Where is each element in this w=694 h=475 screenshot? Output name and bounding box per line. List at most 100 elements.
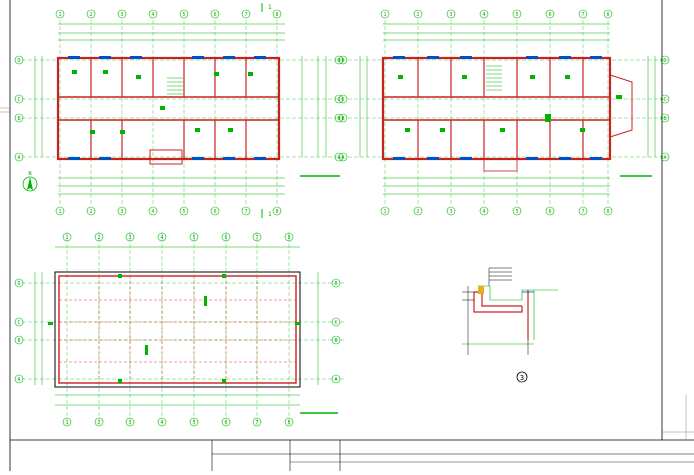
second_floor-col-axis-top-1-bubble <box>380 9 390 19</box>
first_floor-row-axis-left-D-bubble <box>14 55 24 65</box>
title-block <box>211 440 694 471</box>
second-floor-walls <box>381 56 633 172</box>
roof-row-axis-left-D: D <box>17 281 20 287</box>
roof-row-axis-right-C-bubble <box>331 317 341 327</box>
roof-col-axis-bottom-3-bubble <box>125 417 135 427</box>
first_floor-col-axis-bottom-7: 7 <box>244 209 247 215</box>
first_floor-col-axis-bottom-7-bubble <box>241 206 251 216</box>
roof-row-axis-left-C-bubble <box>14 317 24 327</box>
second_floor-col-axis-bottom-2: 2 <box>416 209 419 215</box>
first_floor-row-axis-left-A: A <box>17 155 20 161</box>
first_floor-col-axis-bottom-8-bubble <box>272 206 282 216</box>
roof-row-axis-right-C: C <box>334 320 337 326</box>
second_floor-row-axis-right-B: B <box>663 116 666 122</box>
first_floor-col-axis-top-5: 5 <box>182 12 185 18</box>
roof-col-axis-top-1-bubble <box>62 232 72 242</box>
roof-col-axis-bottom-2: 2 <box>97 420 100 426</box>
second_floor-col-axis-bottom-2-bubble <box>413 206 423 216</box>
north-arrow-icon: N <box>22 171 38 192</box>
roof-row-axis-left-C: C <box>17 320 20 326</box>
roof-col-axis-top-7: 7 <box>255 235 258 241</box>
second_floor-col-axis-bottom-1-bubble <box>380 206 390 216</box>
first_floor-row-axis-right-D-bubble <box>334 55 344 65</box>
roof-row-axis-left-B: B <box>17 338 20 344</box>
second_floor-col-axis-bottom-3-bubble <box>446 206 456 216</box>
second_floor-col-axis-top-5: 5 <box>515 12 518 18</box>
first-floor-walls <box>56 56 281 165</box>
first_floor-col-axis-top-1: 1 <box>58 12 61 18</box>
second-floor-room-marks <box>398 75 622 132</box>
second_floor-col-axis-top-8-bubble <box>603 9 613 19</box>
roof-col-axis-top-4-bubble <box>157 232 167 242</box>
second_floor-row-axis-right-A: A <box>663 155 666 161</box>
first_floor-row-axis-left-B: B <box>17 116 20 122</box>
roof-row-axis-right-D: D <box>334 281 337 287</box>
roof-col-axis-bottom-4-bubble <box>157 417 167 427</box>
roof-col-axis-top-8-bubble <box>284 232 294 242</box>
detail-marker-circle <box>516 371 528 383</box>
second_floor-row-axis-left-D: D <box>341 58 344 64</box>
roof-drain-marks <box>48 274 300 383</box>
roof-row-axis-left-A: A <box>17 377 20 383</box>
first_floor-col-axis-top-4: 4 <box>151 12 154 18</box>
roof-col-axis-bottom-5: 5 <box>192 420 195 426</box>
first_floor-col-axis-bottom-3-bubble <box>117 206 127 216</box>
first_floor-col-axis-top-2: 2 <box>89 12 92 18</box>
roof-row-axis-right-A-bubble <box>331 374 341 384</box>
first_floor-col-axis-top-2-bubble <box>86 9 96 19</box>
first_floor-col-axis-top-4-bubble <box>148 9 158 19</box>
roof-col-axis-bottom-2-bubble <box>94 417 104 427</box>
second_floor-col-axis-top-2-bubble <box>413 9 423 19</box>
second_floor-col-axis-top-3-bubble <box>446 9 456 19</box>
section-marker: 1 1 <box>261 3 272 218</box>
roof-col-axis-top-6: 6 <box>224 235 227 241</box>
second_floor-col-axis-bottom-7: 7 <box>581 209 584 215</box>
second_floor-row-axis-right-B-bubble <box>660 113 670 123</box>
roof-row-axis-left-A-bubble <box>14 374 24 384</box>
second_floor-row-axis-left-D-bubble <box>338 55 348 65</box>
second_floor-row-axis-left-B-bubble <box>338 113 348 123</box>
roof-row-axis-right-B: B <box>334 338 337 344</box>
roof-outline <box>54 271 301 388</box>
first_floor-row-axis-left-C: C <box>17 97 20 103</box>
second_floor-row-axis-left-B: B <box>341 116 344 122</box>
roof-col-axis-top-3: 3 <box>128 235 131 241</box>
second_floor-row-axis-left-C-bubble <box>338 94 348 104</box>
second_floor-row-axis-left-A: A <box>341 155 344 161</box>
first-floor-dimension-lines <box>34 23 327 195</box>
first-floor-windows <box>68 56 266 160</box>
first_floor-col-axis-top-1-bubble <box>55 9 65 19</box>
roof-row-axis-left-D-bubble <box>14 278 24 288</box>
second_floor-col-axis-bottom-8-bubble <box>603 206 613 216</box>
roof-col-axis-top-2-bubble <box>94 232 104 242</box>
roof-row-axis-right-A: A <box>334 377 337 383</box>
first_floor-col-axis-bottom-4: 4 <box>151 209 154 215</box>
roof-col-axis-bottom-8: 8 <box>287 420 290 426</box>
roof-col-axis-top-5: 5 <box>192 235 195 241</box>
roof-col-axis-top-2: 2 <box>97 235 100 241</box>
roof-col-axis-top-8: 8 <box>287 235 290 241</box>
roof-col-axis-top-7-bubble <box>252 232 262 242</box>
second-floor-dimension-lines <box>359 23 656 195</box>
first_floor-row-axis-left-D: D <box>17 58 20 64</box>
first_floor-row-axis-right-A-bubble <box>334 152 344 162</box>
first_floor-col-axis-top-5-bubble <box>179 9 189 19</box>
roof-col-axis-top-1: 1 <box>65 235 68 241</box>
first_floor-col-axis-top-3-bubble <box>117 9 127 19</box>
roof-col-axis-bottom-5-bubble <box>189 417 199 427</box>
first_floor-col-axis-bottom-6-bubble <box>210 206 220 216</box>
roof-col-axis-bottom-7: 7 <box>255 420 258 426</box>
first_floor-col-axis-top-6-bubble <box>210 9 220 19</box>
second_floor-row-axis-right-C: C <box>663 97 666 103</box>
second_floor-col-axis-top-6: 6 <box>548 12 551 18</box>
second_floor-col-axis-top-4: 4 <box>482 12 485 18</box>
first_floor-col-axis-bottom-2: 2 <box>89 209 92 215</box>
